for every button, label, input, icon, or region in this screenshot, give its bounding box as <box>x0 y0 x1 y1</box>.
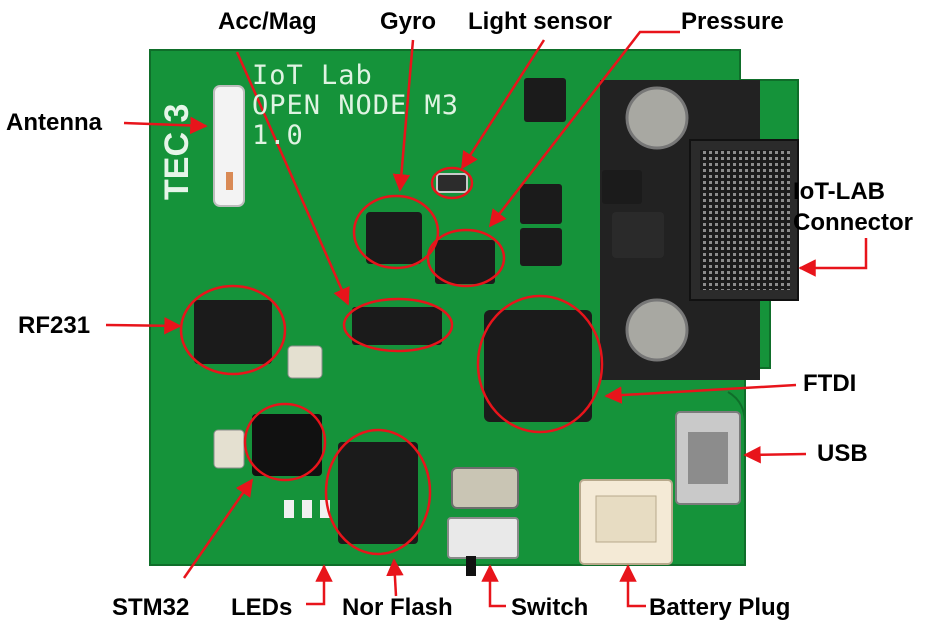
acc-mag-chip <box>352 307 442 345</box>
pressure-arrow <box>488 30 680 228</box>
switch-arrow <box>481 564 506 608</box>
oscillator <box>287 345 323 379</box>
rf231-chip <box>194 300 272 364</box>
nor-flash-label: Nor Flash <box>342 594 453 621</box>
light-sensor-arrow <box>460 39 546 170</box>
acc-mag-circle <box>342 297 454 353</box>
u202-chip <box>520 228 562 266</box>
board-notch <box>727 391 746 421</box>
gyro-circle <box>352 194 440 270</box>
ftdi-arrow <box>604 383 797 404</box>
leds-arrow <box>306 564 333 606</box>
light-sensor-circle <box>430 166 474 200</box>
crystal <box>451 467 519 509</box>
antenna-arrow <box>123 116 208 135</box>
gyro-arrow <box>392 39 415 192</box>
logo-mark: TEC 3 <box>158 58 204 200</box>
leds-label: LEDs <box>231 594 293 621</box>
nor-flash-circle <box>324 428 432 556</box>
battery-plug-arrow <box>619 564 646 608</box>
battery-plug-label: Battery Plug <box>649 594 791 621</box>
nor-flash-chip <box>338 442 418 544</box>
switch-label: Switch <box>511 594 589 621</box>
nor-flash-arrow <box>386 558 404 597</box>
ftdi-chip <box>484 310 592 422</box>
gyro-label: Gyro <box>380 8 437 35</box>
pressure-label: Pressure <box>681 8 784 35</box>
switch-component <box>447 517 519 576</box>
inductor <box>612 212 664 258</box>
antenna-component <box>213 85 245 207</box>
usb-label: USB <box>817 440 868 467</box>
battery-plug <box>579 479 673 565</box>
stm32-arrow <box>182 478 254 579</box>
u203-chip <box>602 170 642 204</box>
stm32-circle <box>243 402 327 482</box>
rf231-arrow <box>105 317 182 335</box>
iotlab-connector-label-line1: IoT-LAB <box>793 178 885 205</box>
board-silkscreen-line-3: 1.0 <box>252 120 304 151</box>
u201-chip <box>520 184 562 224</box>
leds <box>284 500 330 518</box>
antenna-label: Antenna <box>6 109 102 136</box>
svg-text:TEC 3: TEC 3 <box>158 104 196 200</box>
acc-mag-label: Acc/Mag <box>218 8 317 35</box>
light-sensor-label: Light sensor <box>468 8 613 35</box>
stm32-label: STM32 <box>112 594 190 621</box>
ftdi-circle <box>476 294 604 434</box>
pressure-chip <box>435 240 495 284</box>
oscillator-2 <box>213 429 245 469</box>
gyro-chip <box>366 212 422 264</box>
acc-mag-arrow <box>235 51 350 306</box>
rf231-label: RF231 <box>18 312 91 339</box>
light-sensor-chip <box>436 173 468 193</box>
usb-port <box>675 411 741 505</box>
connector-arrow <box>798 238 868 277</box>
stm32-chip <box>252 414 322 476</box>
board-silkscreen-line-2: OPEN NODE M3 <box>252 90 460 121</box>
u200-chip <box>524 78 566 122</box>
ftdi-label: FTDI <box>803 370 857 397</box>
board-silkscreen-line-1: IoT Lab <box>252 60 373 91</box>
usb-arrow <box>743 445 807 464</box>
iotlab-connector-label-line2: Connector <box>793 209 913 236</box>
pressure-circle <box>426 228 506 288</box>
